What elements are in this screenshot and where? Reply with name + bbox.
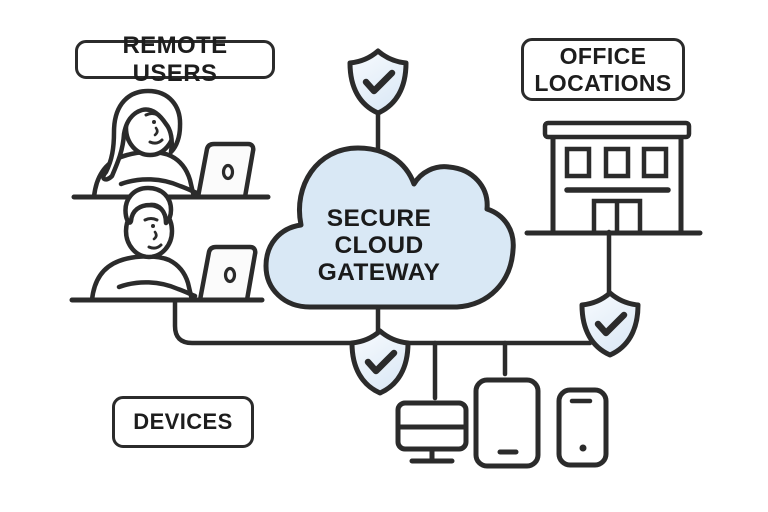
devices-label: DEVICES xyxy=(112,396,254,448)
woman-face-features xyxy=(144,112,164,145)
laptop-logo xyxy=(221,163,235,181)
laptop-icon xyxy=(197,244,258,303)
building-door xyxy=(591,198,643,233)
cloud-shape xyxy=(263,145,516,310)
shield-check-icon xyxy=(347,48,409,116)
checkmark xyxy=(364,349,398,375)
shield-check-icon xyxy=(349,328,411,396)
remote-users-label-text: REMOTE USERS xyxy=(122,31,228,87)
man-arm xyxy=(116,280,198,299)
office-locations-label-text: OFFICE LOCATIONS xyxy=(534,42,672,96)
laptop-icon xyxy=(195,141,256,200)
man-face-features xyxy=(143,217,163,250)
shield-check-icon xyxy=(579,290,641,358)
building-window xyxy=(603,146,631,179)
laptop-logo xyxy=(223,266,237,284)
tablet-icon xyxy=(473,377,541,469)
building-window xyxy=(564,146,592,179)
phone-body xyxy=(556,387,609,468)
building-walls xyxy=(550,137,684,233)
connector-users-to-bus xyxy=(172,297,593,346)
checkmark xyxy=(362,69,396,95)
woman-arm xyxy=(118,177,200,196)
desktop-monitor-icon xyxy=(395,400,469,464)
building-window xyxy=(641,146,669,179)
devices-icons xyxy=(395,377,609,469)
man-body xyxy=(89,254,195,303)
security-shields xyxy=(347,48,641,396)
devices-label-text: DEVICES xyxy=(133,409,233,434)
checkmark xyxy=(594,311,628,337)
tablet-body xyxy=(473,377,541,469)
man-at-laptop-illustration xyxy=(69,185,265,303)
woman-hair xyxy=(101,88,183,182)
remote-users-label: REMOTE USERS xyxy=(75,32,275,87)
monitor-stand xyxy=(409,446,455,464)
smartphone-icon xyxy=(556,387,609,468)
phone-home-button xyxy=(579,444,587,452)
building-roof xyxy=(542,120,692,140)
cloud-title: SECURE CLOUD GATEWAY xyxy=(317,205,441,286)
woman-at-laptop-illustration xyxy=(71,88,271,200)
office-building-icon xyxy=(524,120,703,236)
man-hair xyxy=(123,185,174,226)
office-locations-label: OFFICE LOCATIONS xyxy=(521,38,685,101)
